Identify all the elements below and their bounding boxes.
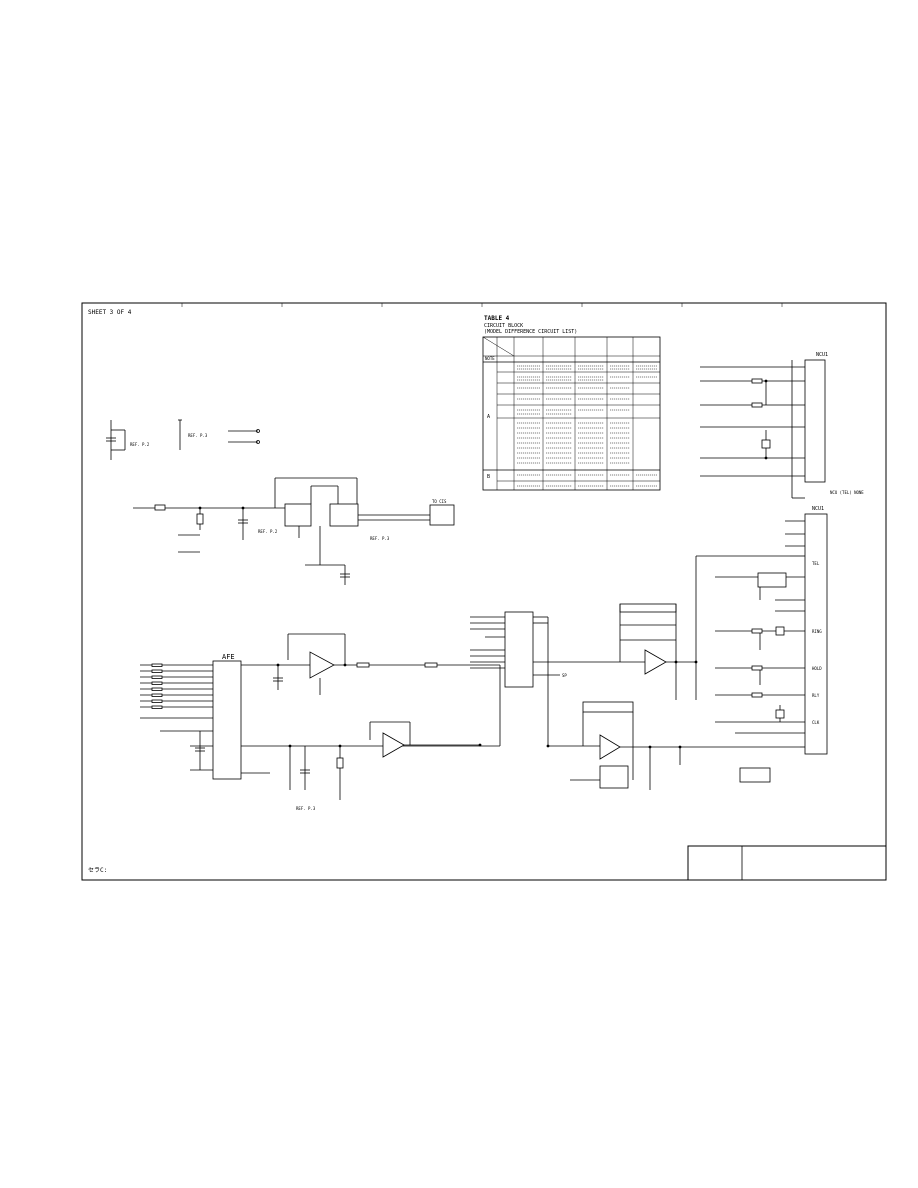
ncu1-side-label: NCU1 [812, 506, 824, 512]
junction-dots [198, 379, 768, 749]
power-decoupling-circuit: REF. P.2 REF. P.3 [106, 419, 260, 460]
sheet-header: SHEET 3 OF 4 [88, 309, 132, 316]
lower-opamp-chain: REF. P.3 [289, 721, 480, 811]
table-units: NOTE [485, 356, 495, 361]
net-ring: RING [812, 629, 822, 634]
afe-label: AFE [222, 653, 235, 661]
mid-opamp-chain [273, 633, 500, 695]
table-line1: CIRCUIT BLOCK [484, 323, 523, 329]
net-clk: CLK [812, 720, 820, 725]
table-title: TABLE 4 [484, 315, 510, 322]
ncu1-connector-side: NCU1 [715, 506, 828, 783]
sheet-frame [81, 302, 887, 881]
net-sp: SP [562, 673, 567, 678]
title-block [687, 845, 887, 881]
switch-ic: SP [470, 611, 600, 746]
afe-ic: AFE [140, 653, 500, 780]
net-tel: TEL [812, 561, 820, 566]
table-line2: (MODEL DIFFERENCE CIRCUIT LIST) [484, 329, 577, 335]
table-group-a: A [487, 414, 490, 420]
ncu1-top-label: NCU1 [816, 352, 828, 358]
ref-a: REF. P.2 [130, 442, 150, 447]
right-filter-circuit [548, 555, 800, 790]
sheet-footer-note: セラC: [88, 867, 107, 874]
upper-amp-chain: REF. P.2 REF. P.3 TO CIS [133, 477, 455, 585]
ref-e: REF. P.3 [296, 806, 316, 811]
ref-c: REF. P.2 [258, 529, 278, 534]
net-to-cis: TO CIS [432, 499, 447, 504]
net-hold: HOLD [812, 666, 822, 671]
table-group-b: B [487, 474, 490, 480]
net-rly: RLY [812, 693, 820, 698]
frame-ticks [181, 303, 783, 307]
ref-b: REF. P.3 [188, 433, 208, 438]
ncu1-connector-top: NCU1 NCU (TEL) NONE [700, 352, 864, 499]
ncu-note: NCU (TEL) NONE [830, 490, 864, 495]
ref-d: REF. P.3 [370, 536, 390, 541]
model-difference-table: TABLE 4 CIRCUIT BLOCK (MODEL DIFFERENCE … [482, 315, 661, 491]
